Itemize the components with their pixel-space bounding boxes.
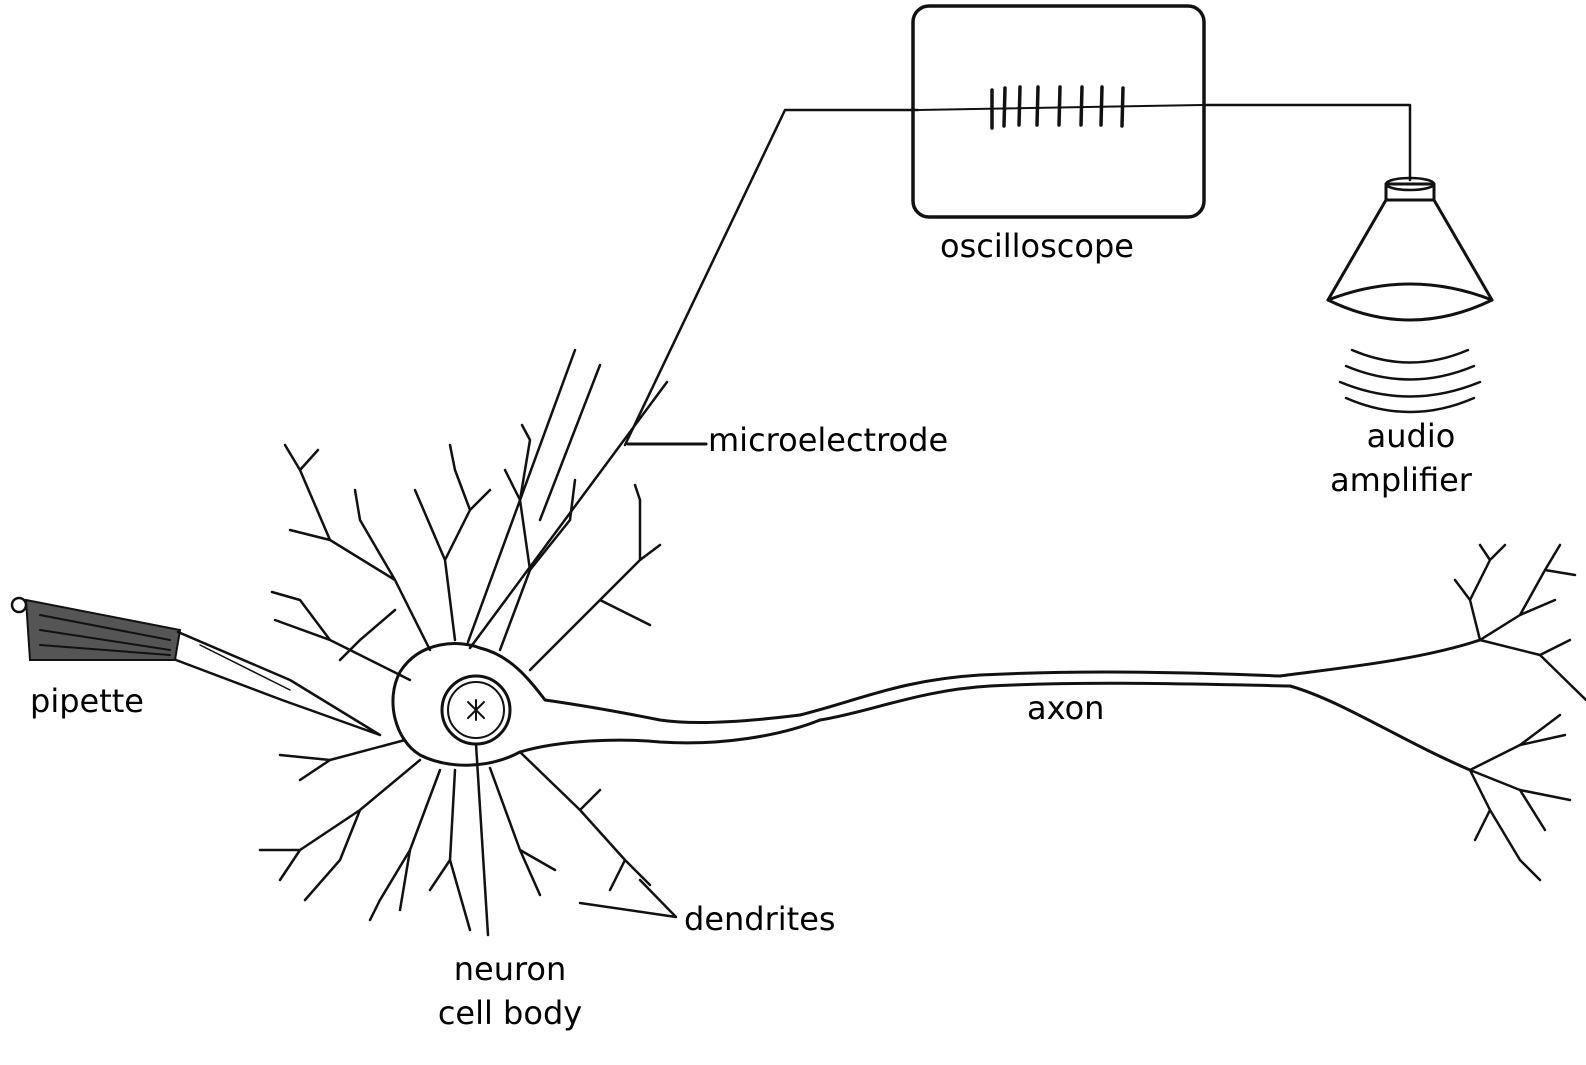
cell-body-leader-line: [474, 742, 490, 937]
pipette-icon: [10, 596, 382, 737]
sound-waves: [1338, 348, 1482, 414]
axon-label: axon: [1027, 689, 1105, 727]
microelectrode-icon: [466, 348, 669, 650]
oscilloscope-label: oscilloscope: [940, 227, 1134, 265]
oscilloscope-icon: [911, 4, 1206, 219]
speaker-icon: [1326, 176, 1494, 414]
leader-lines: [474, 742, 678, 937]
dendrites-leader-line: [578, 878, 678, 919]
cell-body-label-line1: neuron: [453, 950, 567, 988]
audio-amplifier-label-line1: audio: [1366, 417, 1456, 455]
pipette-label: pipette: [30, 682, 144, 720]
neuron-icon: [258, 423, 1586, 932]
audio-amplifier-label-line2: amplifier: [1330, 461, 1472, 499]
signal-wires: [623, 103, 1412, 447]
dendrites-label: dendrites: [684, 900, 836, 938]
oscilloscope-spikes: [990, 85, 1125, 130]
microelectrode-label: microelectrode: [708, 421, 949, 459]
cell-body-label-line2: cell body: [437, 994, 583, 1032]
